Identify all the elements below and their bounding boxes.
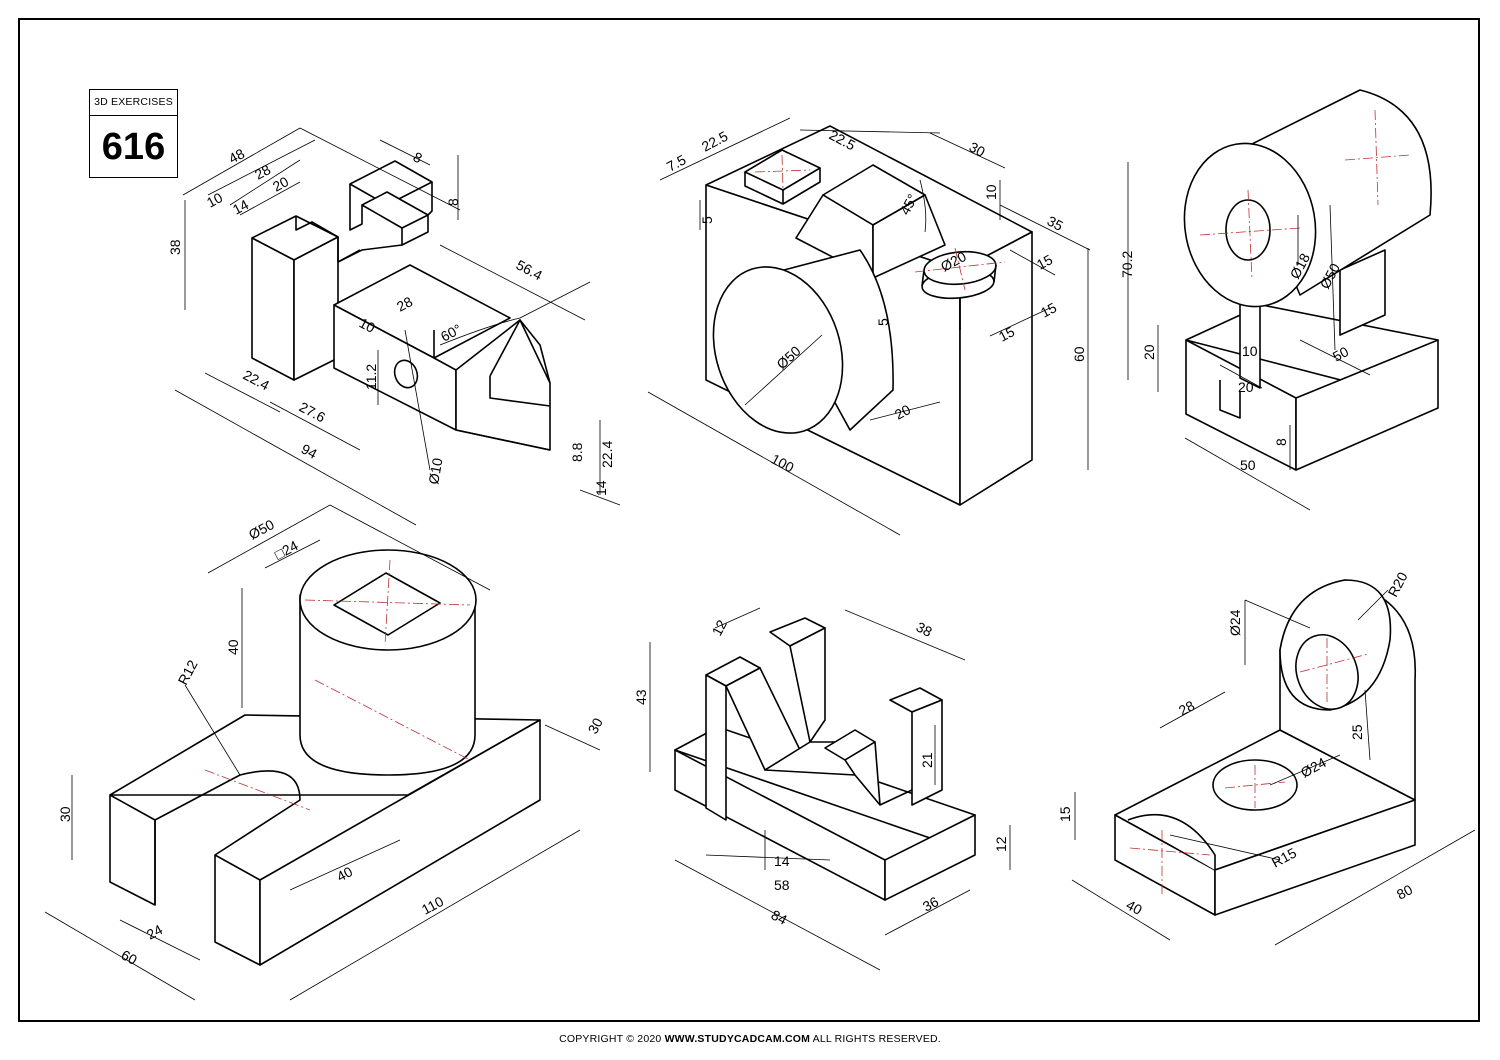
dim-1-11-2: 11.2 bbox=[363, 364, 379, 390]
dim-1-8-8: 8.8 bbox=[569, 442, 585, 462]
drawing-5-v-block: 12 38 43 21 12 14 58 84 36 bbox=[633, 607, 1011, 971]
dim-5-12a: 12 bbox=[709, 617, 731, 638]
dim-5-38: 38 bbox=[914, 619, 935, 641]
dim-2-10: 10 bbox=[983, 184, 999, 200]
dim-5-84: 84 bbox=[769, 907, 790, 929]
dim-4-24: 24 bbox=[144, 921, 165, 943]
drawing-4-slotted-base-cylinder: Ø50 □24 40 R12 30 30 40 110 24 60 bbox=[44, 504, 607, 1001]
dim-2-30: 30 bbox=[967, 139, 988, 161]
dim-1-14b: 14 bbox=[593, 480, 609, 496]
footer-site: WWW.STUDYCADCAM.COM bbox=[664, 1033, 811, 1045]
dim-3-20b: 20 bbox=[1238, 379, 1254, 395]
dim-5-43: 43 bbox=[633, 689, 649, 705]
title-block-label: 3D EXERCISES bbox=[90, 90, 177, 116]
dim-2-7-5: 7.5 bbox=[664, 151, 689, 174]
dim-1-14: 14 bbox=[230, 196, 251, 218]
title-block: 3D EXERCISES 616 bbox=[89, 89, 178, 178]
drawing-3-pillar-cylinder: 70.2 Ø18 Ø50 20 10 50 20 8 50 bbox=[1119, 89, 1439, 511]
dim-5-14: 14 bbox=[774, 853, 790, 869]
drawing-6-angle-bracket: R20 Ø24 28 Ø24 25 15 R15 40 80 bbox=[1057, 569, 1476, 946]
dim-2-22-5a: 22.5 bbox=[699, 128, 731, 155]
dim-6-40: 40 bbox=[1124, 897, 1145, 919]
dim-4-30a: 30 bbox=[57, 806, 73, 822]
dim-1-27-6: 27.6 bbox=[297, 399, 329, 426]
dim-2-35: 35 bbox=[1045, 213, 1066, 235]
dim-4-40a: 40 bbox=[225, 639, 241, 655]
dim-5-36: 36 bbox=[920, 893, 941, 915]
dim-4-sq24: □24 bbox=[272, 537, 301, 563]
drawing-2-camera-block: 7.5 22.5 22.5 30 10 45° 5 35 Ø20 15 15 5… bbox=[647, 117, 1091, 536]
dim-1-10b: 10 bbox=[357, 315, 378, 337]
dim-1-28: 28 bbox=[252, 161, 273, 183]
footer-prefix: COPYRIGHT © 2020 bbox=[559, 1033, 665, 1045]
drawing-border bbox=[18, 18, 1480, 1022]
dim-1-94: 94 bbox=[299, 441, 320, 463]
dim-1-8a: 8 bbox=[411, 149, 426, 167]
dim-1-dia10: Ø10 bbox=[425, 456, 445, 485]
dim-6-28: 28 bbox=[1176, 697, 1197, 719]
dim-4-r12: R12 bbox=[175, 657, 201, 687]
dim-2-15b: 15 bbox=[1038, 299, 1059, 321]
dim-4-60: 60 bbox=[119, 947, 140, 969]
dim-3-50a: 50 bbox=[1330, 343, 1351, 365]
dim-1-22-4: 22.4 bbox=[241, 367, 273, 394]
dim-1-28b: 28 bbox=[394, 293, 415, 315]
dim-1-10: 10 bbox=[204, 189, 225, 211]
dim-5-21: 21 bbox=[919, 752, 935, 768]
dim-1-48: 48 bbox=[226, 145, 247, 167]
dim-2-5b: 5 bbox=[875, 318, 891, 326]
dim-3-8: 8 bbox=[1273, 438, 1289, 446]
dim-6-80: 80 bbox=[1394, 881, 1415, 903]
dim-3-50b: 50 bbox=[1240, 457, 1256, 473]
dim-1-56-4: 56.4 bbox=[514, 257, 546, 284]
dim-4-30b: 30 bbox=[585, 715, 607, 736]
footer-suffix: ALL RIGHTS RESERVED. bbox=[810, 1033, 941, 1045]
dim-5-12b: 12 bbox=[993, 836, 1009, 852]
dim-2-15a: 15 bbox=[1034, 251, 1055, 273]
dim-2-100: 100 bbox=[769, 451, 797, 476]
dim-3-20a: 20 bbox=[1141, 344, 1157, 360]
dim-2-15c: 15 bbox=[996, 323, 1017, 345]
dim-5-58: 58 bbox=[774, 877, 790, 893]
dim-6-15: 15 bbox=[1057, 806, 1073, 822]
dim-4-dia50: Ø50 bbox=[246, 516, 277, 543]
dim-4-40b: 40 bbox=[334, 863, 355, 885]
dim-4-110: 110 bbox=[419, 893, 446, 918]
dim-1-20: 20 bbox=[270, 173, 291, 195]
dim-3-10: 10 bbox=[1242, 343, 1258, 359]
copyright-footer: COPYRIGHT © 2020 WWW.STUDYCADCAM.COM ALL… bbox=[0, 1033, 1500, 1045]
dim-6-dia24a: Ø24 bbox=[1227, 609, 1243, 636]
dim-1-38: 38 bbox=[167, 239, 183, 255]
dim-6-25: 25 bbox=[1349, 724, 1365, 740]
dim-2-5a: 5 bbox=[699, 216, 715, 224]
dim-1-8b: 8 bbox=[445, 198, 461, 206]
dim-6-r20: R20 bbox=[1385, 569, 1411, 599]
dim-1-22-4b: 22.4 bbox=[599, 441, 615, 468]
dim-2-60: 60 bbox=[1071, 346, 1087, 362]
exercise-number: 616 bbox=[101, 126, 166, 168]
dim-3-70-2: 70.2 bbox=[1119, 251, 1135, 278]
dim-2-20: 20 bbox=[892, 401, 913, 423]
drawing-1-stepped-block: 48 28 20 10 14 8 8 38 56.4 28 10 60° 11.… bbox=[167, 127, 621, 526]
